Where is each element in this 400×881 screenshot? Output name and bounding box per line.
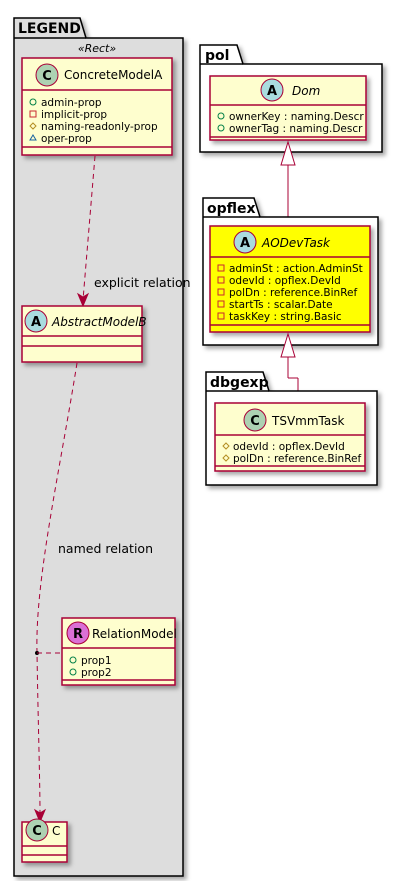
attr: polDn : reference.BinRef <box>229 287 357 299</box>
class-abstract-model-b[interactable]: A AbstractModelB <box>21 305 147 363</box>
class-c[interactable]: C C <box>21 818 68 863</box>
svg-text:C: C <box>42 69 52 84</box>
attr: oper-prop <box>41 133 92 145</box>
private-icon <box>217 264 225 272</box>
class-aodevtask[interactable]: A AODevTask adminSt : action.AdminSt ode… <box>209 225 371 333</box>
class-badge-icon <box>25 818 49 842</box>
named-relation-label: named relation <box>58 541 153 556</box>
class-name: Dom <box>292 84 320 98</box>
relation-badge-icon <box>66 621 90 645</box>
abstract-badge-icon <box>260 78 284 102</box>
public-icon <box>217 124 225 132</box>
class-dom[interactable]: A Dom ownerKey : naming.Descr ownerTag :… <box>209 75 367 141</box>
abstract-badge-icon <box>24 309 48 333</box>
private-icon <box>217 288 225 296</box>
private-icon <box>217 300 225 308</box>
package-legend-name: LEGEND <box>18 21 81 37</box>
protected-icon <box>222 454 230 462</box>
svg-text:C: C <box>32 824 42 839</box>
attr: ownerTag : naming.Descr <box>229 123 363 135</box>
class-concrete-model-a[interactable]: «Rect» C ConcreteModelA admin-prop impli… <box>21 42 173 156</box>
svg-text:A: A <box>240 236 250 251</box>
class-tsvmmtask[interactable]: C TSVmmTask odevId : opflex.DevId polDn … <box>214 402 366 472</box>
abstract-badge-icon <box>233 230 257 254</box>
svg-text:R: R <box>73 627 83 642</box>
public-icon <box>217 112 225 120</box>
inheritance-edge <box>280 140 296 226</box>
class-relation-model[interactable]: R RelationModel prop1 prop2 <box>61 617 177 686</box>
class-name: C <box>52 824 60 838</box>
stereotype-label: «Rect» <box>78 42 117 55</box>
attr: polDn : reference.BinRef <box>233 453 361 465</box>
private-icon <box>217 312 225 320</box>
public-icon <box>69 656 77 664</box>
class-name: TSVmmTask <box>271 414 344 428</box>
attr: taskKey : string.Basic <box>229 311 342 323</box>
protected-icon <box>29 122 37 130</box>
svg-text:C: C <box>250 414 260 429</box>
attr: admin-prop <box>41 97 102 109</box>
attr: odevId : opflex.DevId <box>229 275 341 287</box>
explicit-relation-label: explicit relation <box>94 275 191 290</box>
public-icon <box>69 668 77 676</box>
package-dbgexp-name: dbgexp <box>210 375 269 391</box>
class-name: ConcreteModelA <box>64 68 163 82</box>
attr: naming-readonly-prop <box>41 121 158 133</box>
attr: startTs : scalar.Date <box>229 299 333 311</box>
attr: prop2 <box>81 667 112 679</box>
package-pol-name: pol <box>205 48 229 64</box>
attr: ownerKey : naming.Descr <box>229 111 364 123</box>
public-icon <box>29 98 37 106</box>
attr: odevId : opflex.DevId <box>233 441 345 453</box>
explicit-relation-edge: explicit relation <box>76 155 191 308</box>
named-relation-edge: named relation <box>33 362 153 824</box>
private-icon <box>217 276 225 284</box>
attr: adminSt : action.AdminSt <box>229 263 363 275</box>
class-badge-icon <box>243 408 267 432</box>
class-name: AbstractModelB <box>51 315 147 329</box>
private-icon <box>29 110 37 118</box>
class-name: AODevTask <box>261 236 331 250</box>
protected-icon <box>222 442 230 450</box>
package-private-icon <box>29 134 37 141</box>
package-opflex-name: opflex <box>207 201 256 217</box>
class-badge-icon <box>35 63 59 87</box>
attr: implicit-prop <box>41 109 107 121</box>
attr: prop1 <box>81 655 112 667</box>
class-name: RelationModel <box>92 627 177 641</box>
svg-text:A: A <box>31 315 41 330</box>
svg-text:A: A <box>267 84 277 99</box>
